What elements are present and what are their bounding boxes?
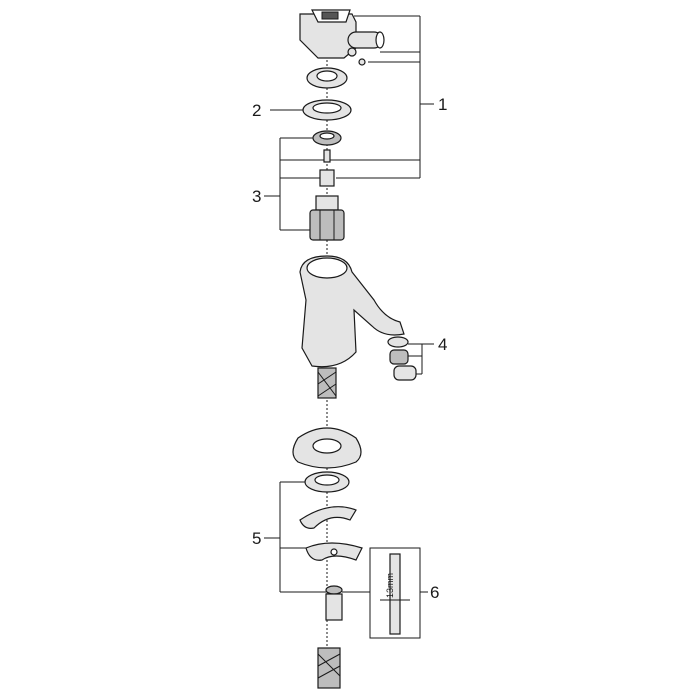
aerator-parts	[387, 336, 417, 381]
faucet-body	[299, 255, 405, 368]
gasket	[304, 471, 350, 493]
horseshoe-washer	[299, 506, 357, 529]
callout-6: 6	[430, 583, 439, 602]
cap-ring	[306, 67, 348, 89]
cartridge	[309, 195, 345, 241]
fixing-plate	[305, 542, 363, 561]
leader-lines	[264, 15, 434, 593]
callout-3: 3	[252, 187, 261, 206]
callout-4: 4	[438, 335, 447, 354]
wrench-tool-box: 13mm	[369, 547, 421, 639]
tool-size-label: 13mm	[385, 573, 395, 598]
callout-1: 1	[438, 95, 447, 114]
mounting-nut	[325, 585, 343, 595]
supply-hose-upper	[317, 367, 337, 399]
small-screw	[323, 149, 331, 163]
set-screw	[347, 47, 366, 66]
callout-5: 5	[252, 529, 261, 548]
handle-lever	[299, 9, 385, 59]
cartridge-nut	[312, 130, 342, 146]
escutcheon-ring	[302, 99, 352, 121]
base-plate	[292, 427, 362, 469]
spindle-adapter	[319, 169, 335, 187]
threaded-rod	[325, 593, 343, 621]
callout-2: 2	[252, 101, 261, 120]
supply-hose-lower	[317, 647, 341, 689]
